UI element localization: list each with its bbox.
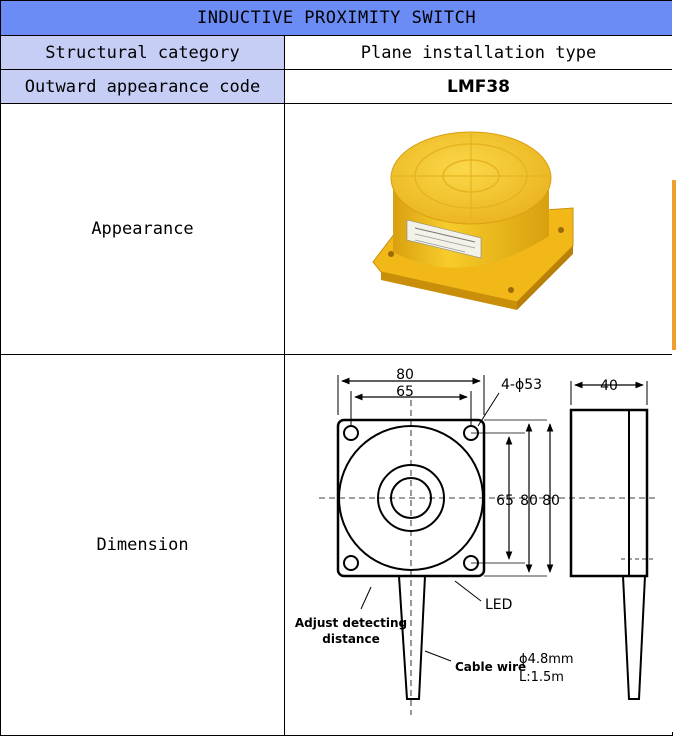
- table-title: INDUCTIVE PROXIMITY SWITCH: [0, 0, 674, 36]
- dim-65-side: 65: [496, 493, 514, 509]
- front-cable: [398, 575, 426, 700]
- hole-bottom-left: [343, 555, 359, 571]
- right-edge-strip: [672, 0, 676, 732]
- appearance-image-cell: [283, 103, 674, 355]
- product-photo: [372, 131, 574, 310]
- side-view-outline: [569, 408, 649, 578]
- cable-diameter-label: ϕ4.8mm: [519, 652, 574, 667]
- adjust-label-line1: Adjust detecting: [295, 616, 407, 630]
- dim-40: 40: [600, 378, 618, 394]
- structural-category-value: Plane installation type: [283, 35, 674, 70]
- product-label: [406, 219, 482, 259]
- led-label: LED: [485, 597, 512, 613]
- mount-hole-3: [558, 227, 564, 233]
- mount-hole-1: [388, 251, 394, 257]
- dim-80-side-a: 80: [520, 493, 538, 509]
- structural-category-label: Structural category: [0, 35, 285, 70]
- dim-65-top: 65: [396, 384, 414, 400]
- side-cable: [622, 575, 646, 700]
- adjust-label-line2: distance: [322, 632, 379, 646]
- appearance-label: Appearance: [0, 103, 285, 355]
- dim-holes: 4-ϕ53: [501, 377, 542, 393]
- appearance-code-label: Outward appearance code: [0, 69, 285, 104]
- hole-top-left: [343, 425, 359, 441]
- appearance-code-value: LMF38: [283, 69, 674, 104]
- dimension-drawing-cell: 80 65 4-ϕ53 40 65 80 80 LED Adjust detec…: [283, 354, 674, 736]
- dimension-label: Dimension: [0, 354, 285, 736]
- mount-hole-2: [508, 287, 514, 293]
- cable-length-label: L:1.5m: [519, 670, 564, 685]
- dim-80-top: 80: [396, 367, 414, 383]
- edge-accent: [672, 180, 676, 350]
- dim-80-side-b: 80: [542, 493, 560, 509]
- dimension-drawing: 80 65 4-ϕ53 40 65 80 80 LED Adjust detec…: [295, 367, 655, 715]
- cable-wire-label: Cable wire: [455, 660, 526, 674]
